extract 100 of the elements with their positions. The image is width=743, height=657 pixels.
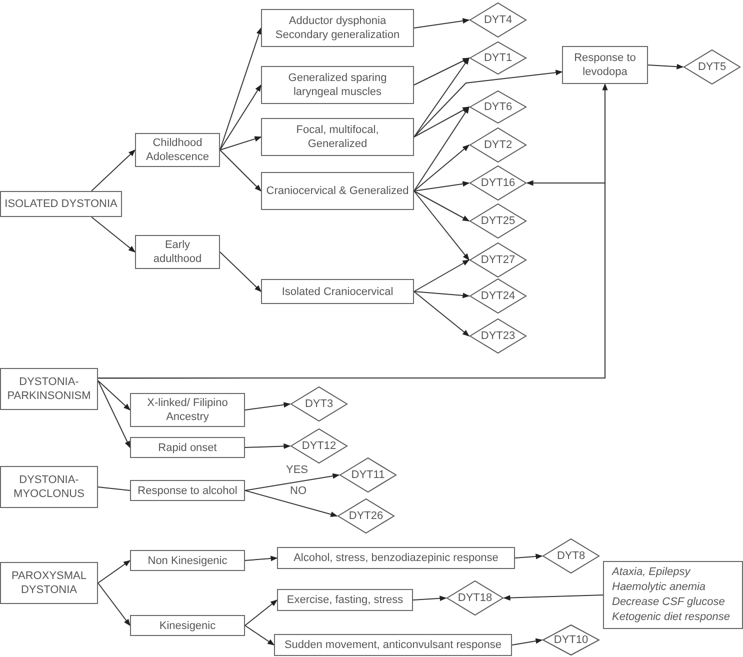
node-label: Kinesigenic <box>159 618 216 632</box>
arrow <box>220 252 262 292</box>
process-box <box>261 9 414 47</box>
arrow <box>98 380 131 410</box>
node-label: DYT26 <box>348 510 384 522</box>
process-box <box>0 368 98 410</box>
arrow <box>244 402 291 410</box>
process-box <box>0 562 98 604</box>
arrow <box>503 594 604 601</box>
arrow <box>244 490 338 518</box>
process-box <box>130 393 245 427</box>
arrow <box>244 625 275 646</box>
arrow <box>98 582 130 626</box>
arrow <box>412 596 447 602</box>
process-box <box>0 191 122 217</box>
node-label: Adductor dysphonia Secondary generalization <box>274 14 401 42</box>
node-label: Ataxia, Epilepsy <box>612 565 690 580</box>
arrow <box>514 554 543 560</box>
process-box <box>277 589 413 611</box>
node-label: Response to alcohol <box>138 484 238 498</box>
arrow <box>414 144 470 192</box>
process-box <box>130 550 245 571</box>
arrow <box>414 260 470 292</box>
node-label: Sudden movement, anticonvulsant response <box>284 638 502 652</box>
node-label: DYT3 <box>304 398 334 410</box>
process-box <box>130 615 245 636</box>
node-label: Non Kinesigenic <box>148 554 228 568</box>
arrow <box>414 70 563 138</box>
arrow <box>244 600 278 626</box>
node-label: DYT2 <box>484 140 512 150</box>
connector-line <box>98 486 130 491</box>
node-label: Response to levodopa <box>573 51 637 79</box>
node-label: DYT8 <box>556 550 586 562</box>
arrow <box>98 380 130 448</box>
arrow <box>648 64 684 70</box>
node-label: Early adulthood <box>152 238 203 266</box>
process-box <box>130 437 245 458</box>
edge-label: NO <box>290 486 306 497</box>
node-label: DYT12 <box>302 440 336 452</box>
node-label: Generalized sparing laryngeal muscles <box>287 71 388 99</box>
node-label: Ketogenic diet response <box>612 610 730 625</box>
node-label: Rapid onset <box>158 440 217 454</box>
arrow <box>220 150 262 192</box>
node-label: DYT25 <box>480 216 516 226</box>
arrow <box>220 84 262 150</box>
process-box <box>277 547 515 569</box>
node-label: Decrease CSF glucose <box>612 595 725 610</box>
process-box <box>261 279 414 304</box>
process-box <box>130 480 245 501</box>
arrow <box>414 291 470 298</box>
node-label: PAROXYSMAL DYSTONIA <box>10 569 88 597</box>
node-label: DYT11 <box>351 470 385 480</box>
node-label: DYT27 <box>480 254 516 266</box>
node-label: DYT24 <box>480 290 516 302</box>
node-label: DYT6 <box>484 102 512 112</box>
arrow <box>220 27 262 150</box>
arrow <box>414 106 470 192</box>
edge-label: YES <box>286 465 308 476</box>
arrow <box>414 291 470 336</box>
node-label: DYSTONIA-MYOCLONUS <box>12 473 86 501</box>
process-box <box>0 466 98 508</box>
node-label: Childhood Adolescence <box>145 136 210 164</box>
arrow <box>91 216 136 252</box>
arrow <box>244 556 278 562</box>
node-label: DYT4 <box>484 14 512 26</box>
node-label: DYT18 <box>458 592 492 604</box>
node-label: DYT16 <box>480 178 516 188</box>
node-label: DYSTONIA-PARKINSONISM <box>6 375 92 403</box>
arrow <box>512 638 543 646</box>
node-label: DYT23 <box>480 330 516 342</box>
arrow <box>414 190 470 222</box>
arrow <box>414 181 470 192</box>
node-label: Isolated Craniocervical <box>282 284 394 298</box>
arrow <box>414 18 470 28</box>
node-label: Craniocervical & Generalized <box>266 184 409 198</box>
process-box <box>135 133 220 167</box>
note-box <box>603 561 743 629</box>
process-box <box>562 46 648 84</box>
arrow <box>414 106 470 138</box>
arrow <box>98 180 606 379</box>
arrow <box>91 150 136 192</box>
arrow <box>414 58 470 86</box>
node-label: Alcohol, stress, benzodiazepinic response <box>294 551 498 565</box>
node-label: ISOLATED DYSTONIA <box>4 197 118 211</box>
process-box <box>135 235 220 269</box>
process-box <box>274 634 512 656</box>
node-label: DYT1 <box>484 52 512 64</box>
arrow <box>244 473 340 491</box>
arrow <box>220 136 262 150</box>
node-label: X-linked/ Filipino Ancestry <box>146 396 229 424</box>
process-box <box>261 118 414 156</box>
process-box <box>261 66 414 104</box>
arrow <box>414 190 470 261</box>
node-label: Exercise, fasting, stress <box>286 593 404 607</box>
node-label: Focal, multifocal, Generalized <box>295 123 380 151</box>
arrow <box>244 443 291 449</box>
node-label: DYT10 <box>554 634 588 646</box>
arrow <box>414 57 470 138</box>
node-label: Haemolytic anemia <box>612 580 706 595</box>
node-label: DYT5 <box>698 62 726 72</box>
